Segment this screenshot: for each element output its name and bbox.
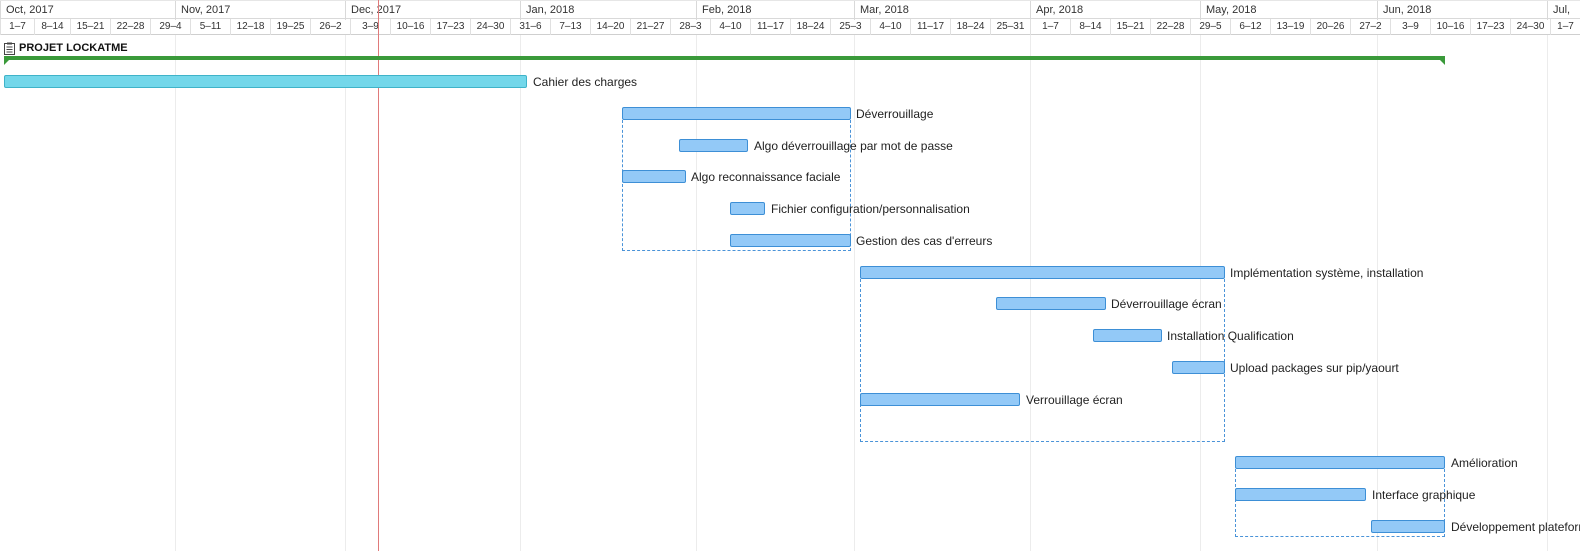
month-gridline bbox=[1200, 35, 1201, 551]
task-bar-developpement-plateforme[interactable] bbox=[1371, 520, 1445, 533]
month-dec-2017: Dec, 2017 bbox=[345, 1, 520, 20]
task-bar-amelioration[interactable] bbox=[1235, 456, 1445, 469]
week-header: 1–7 8–14 15–21 22–28 29–4 5–11 12–18 19–… bbox=[0, 19, 1580, 35]
task-bar-algo-mot-de-passe[interactable] bbox=[679, 139, 748, 152]
month-jun-2018: Jun, 2018 bbox=[1377, 1, 1547, 20]
week-cell: 1–7 bbox=[1030, 19, 1070, 35]
week-cell: 13–19 bbox=[1270, 19, 1310, 35]
task-label: Développement plateforme bbox=[1451, 520, 1580, 534]
month-gridline bbox=[696, 35, 697, 551]
week-cell: 17–23 bbox=[1470, 19, 1510, 35]
month-header: Oct, 2017 Nov, 2017 Dec, 2017 Jan, 2018 … bbox=[0, 0, 1580, 20]
month-jul-2018: Jul, bbox=[1547, 1, 1580, 20]
today-marker bbox=[378, 0, 379, 551]
week-cell: 11–17 bbox=[910, 19, 950, 35]
month-nov-2017: Nov, 2017 bbox=[175, 1, 345, 20]
month-gridline bbox=[1030, 35, 1031, 551]
week-cell: 8–14 bbox=[1070, 19, 1110, 35]
week-cell: 15–21 bbox=[70, 19, 110, 35]
task-bar-cahier-des-charges[interactable] bbox=[4, 75, 527, 88]
week-cell: 7–13 bbox=[550, 19, 590, 35]
task-bar-installation-qualification[interactable] bbox=[1093, 329, 1162, 342]
week-cell: 1–7 bbox=[1550, 19, 1580, 35]
week-cell: 28–3 bbox=[670, 19, 710, 35]
week-cell: 21–27 bbox=[630, 19, 670, 35]
week-cell: 6–12 bbox=[1230, 19, 1270, 35]
task-label: Déverrouillage écran bbox=[1111, 297, 1222, 311]
week-cell: 18–24 bbox=[950, 19, 990, 35]
week-cell: 20–26 bbox=[1310, 19, 1350, 35]
group-frame-deverrouillage bbox=[622, 120, 851, 251]
task-label: Cahier des charges bbox=[533, 75, 638, 89]
week-cell: 15–21 bbox=[1110, 19, 1150, 35]
month-feb-2018: Feb, 2018 bbox=[696, 1, 854, 20]
week-cell: 25–3 bbox=[830, 19, 870, 35]
group-frame-implementation bbox=[860, 279, 1225, 442]
week-cell: 31–6 bbox=[510, 19, 550, 35]
task-bar-algo-reconnaissance-faciale[interactable] bbox=[622, 170, 686, 183]
task-bar-fichier-configuration[interactable] bbox=[730, 202, 765, 215]
week-cell: 3–9 bbox=[350, 19, 390, 35]
week-cell: 18–24 bbox=[790, 19, 830, 35]
task-label: Installation Qualification bbox=[1167, 329, 1294, 343]
task-label: Upload packages sur pip/yaourt bbox=[1230, 361, 1399, 375]
week-cell: 10–16 bbox=[1430, 19, 1470, 35]
task-label: Interface graphique bbox=[1372, 488, 1476, 502]
week-cell: 22–28 bbox=[1150, 19, 1190, 35]
week-cell: 26–2 bbox=[310, 19, 350, 35]
project-title-label: PROJET LOCKATME bbox=[19, 42, 128, 54]
week-cell: 27–2 bbox=[1350, 19, 1390, 35]
week-cell: 29–4 bbox=[150, 19, 190, 35]
task-label: Gestion des cas d'erreurs bbox=[856, 234, 993, 248]
week-cell: 10–16 bbox=[390, 19, 430, 35]
week-cell: 5–11 bbox=[190, 19, 230, 35]
month-jan-2018: Jan, 2018 bbox=[520, 1, 696, 20]
week-cell: 4–10 bbox=[710, 19, 750, 35]
week-cell: 24–30 bbox=[470, 19, 510, 35]
month-gridline bbox=[175, 35, 176, 551]
month-oct-2017: Oct, 2017 bbox=[0, 1, 175, 20]
week-cell: 25–31 bbox=[990, 19, 1030, 35]
week-cell: 11–17 bbox=[750, 19, 790, 35]
week-cell: 17–23 bbox=[430, 19, 470, 35]
month-gridline bbox=[345, 35, 346, 551]
month-mar-2018: Mar, 2018 bbox=[854, 1, 1030, 20]
month-gridline bbox=[520, 35, 521, 551]
task-bar-implementation-systeme[interactable] bbox=[860, 266, 1225, 279]
week-cell: 19–25 bbox=[270, 19, 310, 35]
week-cell: 14–20 bbox=[590, 19, 630, 35]
week-cell: 8–14 bbox=[34, 19, 70, 35]
week-cell: 3–9 bbox=[1390, 19, 1430, 35]
task-label: Implémentation système, installation bbox=[1230, 266, 1424, 280]
project-summary-bar[interactable] bbox=[4, 56, 1445, 65]
week-cell: 24–30 bbox=[1510, 19, 1550, 35]
task-label: Amélioration bbox=[1451, 456, 1518, 470]
task-label: Algo déverrouillage par mot de passe bbox=[754, 139, 953, 153]
task-label: Fichier configuration/personnalisation bbox=[771, 202, 970, 216]
month-gridline bbox=[854, 35, 855, 551]
week-cell: 12–18 bbox=[230, 19, 270, 35]
project-title[interactable]: PROJET LOCKATME bbox=[4, 40, 128, 56]
month-apr-2018: Apr, 2018 bbox=[1030, 1, 1200, 20]
week-cell: 4–10 bbox=[870, 19, 910, 35]
month-gridline bbox=[1377, 35, 1378, 551]
task-label: Algo reconnaissance faciale bbox=[691, 170, 841, 184]
week-cell: 22–28 bbox=[110, 19, 150, 35]
week-cell: 29–5 bbox=[1190, 19, 1230, 35]
task-bar-upload-packages[interactable] bbox=[1172, 361, 1225, 374]
task-bar-gestion-erreurs[interactable] bbox=[730, 234, 851, 247]
task-label: Déverrouillage bbox=[856, 107, 934, 121]
month-may-2018: May, 2018 bbox=[1200, 1, 1377, 20]
task-label: Verrouillage écran bbox=[1026, 393, 1123, 407]
document-icon bbox=[4, 42, 15, 55]
task-bar-deverrouillage[interactable] bbox=[622, 107, 851, 120]
task-bar-deverrouillage-ecran[interactable] bbox=[996, 297, 1106, 310]
group-frame-amelioration bbox=[1235, 469, 1445, 537]
month-gridline bbox=[1547, 35, 1548, 551]
task-bar-verrouillage-ecran[interactable] bbox=[860, 393, 1020, 406]
task-bar-interface-graphique[interactable] bbox=[1235, 488, 1366, 501]
week-cell: 1–7 bbox=[0, 19, 34, 35]
